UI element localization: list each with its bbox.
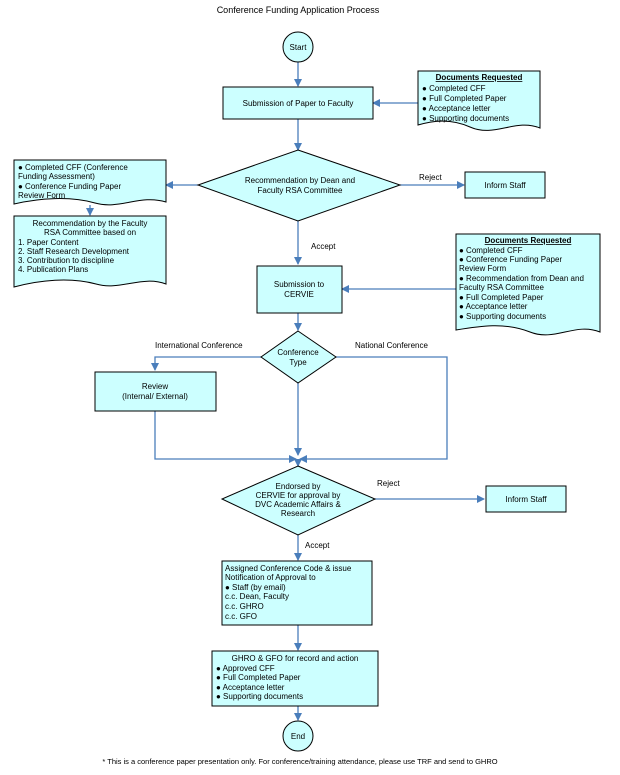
- documents-requested-2-line: Review Form: [459, 264, 506, 273]
- cff-documents-shape: [13, 159, 167, 206]
- decision-endorsed-cervie: [220, 465, 377, 536]
- documents-requested-1-item: ● Supporting documents: [422, 114, 509, 123]
- decision-endorsed-label: DVC Academic Affairs &: [255, 500, 341, 509]
- international-conference-label: International Conference: [155, 341, 243, 350]
- end-label: End: [291, 732, 305, 741]
- assigned-code-line: ● Staff (by email): [225, 583, 286, 592]
- inform-staff-box-1: [464, 171, 546, 199]
- submission-cervie-box: [256, 265, 343, 314]
- decision-endorsed-label: CERVIE for approval by: [256, 491, 341, 500]
- decision-dean-rsa-label: Recommendation by Dean and: [245, 176, 355, 185]
- assigned-code-line: c.c. GFO: [225, 612, 257, 621]
- ghro-gfo-item: ● Full Completed Paper: [216, 673, 301, 682]
- inform-staff-label-1: Inform Staff: [484, 181, 526, 190]
- footnote: * This is a conference paper presentatio…: [102, 757, 497, 766]
- national-conference-label: National Conference: [355, 341, 428, 350]
- submission-cervie-label: Submission to: [274, 280, 325, 289]
- documents-requested-2-line: ● Supporting documents: [459, 312, 546, 321]
- documents-requested-2-line: Faculty RSA Committee: [459, 283, 544, 292]
- recommendation-title: RSA Committee based on: [44, 228, 136, 237]
- assigned-code-line: Assigned Conference Code & issue: [225, 564, 352, 573]
- documents-requested-2-line: ● Recommendation from Dean and: [459, 274, 584, 283]
- decision-dean-rsa-label: Faculty RSA Committee: [258, 186, 343, 195]
- decision-conference-type-label: Type: [289, 358, 307, 367]
- cff-doc-line: ● Conference Funding Paper: [18, 182, 121, 191]
- documents-requested-1-item: ● Acceptance letter: [422, 104, 491, 113]
- documents-requested-1-title: Documents Requested: [436, 73, 523, 82]
- recommendation-doc-shape: [13, 215, 167, 288]
- documents-requested-2-title: Documents Requested: [485, 236, 572, 245]
- reject-label-2: Reject: [377, 479, 400, 488]
- decision-dean-rsa: [196, 149, 402, 222]
- inform-staff-label-2: Inform Staff: [505, 495, 547, 504]
- accept-label-2: Accept: [305, 541, 330, 550]
- assigned-code-box: [221, 560, 373, 626]
- documents-requested-1-item: ● Full Completed Paper: [422, 94, 507, 103]
- start-label: Start: [290, 43, 308, 52]
- recommendation-item: 4. Publication Plans: [18, 265, 88, 274]
- documents-requested-1-shape: [417, 70, 541, 131]
- assigned-code-line: Notification of Approval to: [225, 573, 316, 582]
- arrow-national-to-merge: [299, 356, 448, 463]
- cff-doc-line: Funding Assessment): [18, 172, 95, 181]
- ghro-gfo-box: [211, 650, 379, 707]
- recommendation-title: Recommendation by the Faculty: [33, 219, 148, 228]
- assigned-code-line: c.c. GHRO: [225, 602, 264, 611]
- review-box: [94, 371, 217, 412]
- documents-requested-2-line: ● Conference Funding Paper: [459, 255, 562, 264]
- assigned-code-line: c.c. Dean, Faculty: [225, 592, 289, 601]
- arrow-decision2-to-review: [151, 356, 261, 371]
- recommendation-item: 3. Contribution to discipline: [18, 256, 115, 265]
- documents-requested-2-line: ● Acceptance letter: [459, 302, 528, 311]
- documents-requested-2-shape: [455, 233, 601, 336]
- cff-doc-line: ● Completed CFF (Conference: [18, 163, 128, 172]
- decision-endorsed-label: Research: [281, 509, 315, 518]
- connectors: [86, 62, 485, 721]
- ghro-gfo-item: ● Supporting documents: [216, 692, 303, 701]
- decision-conference-type: [260, 330, 337, 384]
- review-label: Review: [142, 382, 168, 391]
- submission-faculty-label: Submission of Paper to Faculty: [243, 99, 354, 108]
- inform-staff-box-2: [485, 485, 567, 513]
- diagram-title: Conference Funding Application Process: [217, 5, 380, 15]
- arrow-review-to-merge: [154, 411, 297, 463]
- ghro-gfo-item: ● Acceptance letter: [216, 683, 285, 692]
- start-node: [282, 31, 314, 63]
- documents-requested-1-item: ● Completed CFF: [422, 84, 486, 93]
- review-label: (Internal/ External): [122, 392, 188, 401]
- documents-requested-2-line: ● Full Completed Paper: [459, 293, 544, 302]
- reject-label-1: Reject: [419, 173, 442, 182]
- accept-label-1: Accept: [311, 242, 336, 251]
- ghro-gfo-title: GHRO & GFO for record and action: [232, 654, 359, 663]
- recommendation-item: 2. Staff Research Development: [18, 247, 130, 256]
- documents-requested-2-line: ● Completed CFF: [459, 246, 523, 255]
- submission-cervie-label: CERVIE: [284, 290, 314, 299]
- cff-doc-line: Review Form: [18, 191, 65, 200]
- decision-conference-type-label: Conference: [277, 348, 319, 357]
- recommendation-item: 1. Paper Content: [18, 238, 79, 247]
- decision-endorsed-label: Endorsed by: [276, 482, 321, 491]
- submission-faculty-box: [222, 86, 374, 120]
- end-node: [282, 720, 314, 752]
- ghro-gfo-item: ● Approved CFF: [216, 664, 275, 673]
